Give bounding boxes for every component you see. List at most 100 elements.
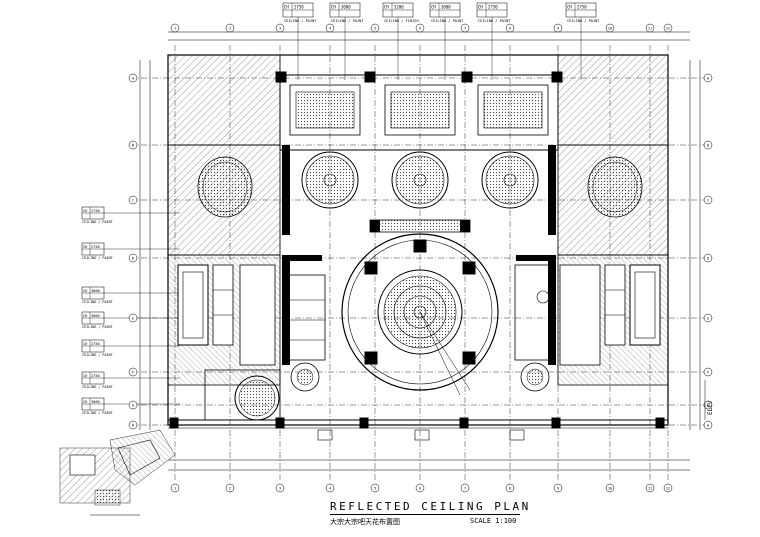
grid-label: 1 (174, 487, 176, 491)
grid-bubble (325, 23, 335, 33)
right-wing (557, 54, 669, 386)
dome-row (301, 151, 539, 209)
grid-label: D (132, 256, 134, 260)
grid-label: H (132, 423, 134, 427)
tag-code: CH (284, 5, 289, 10)
grid-label: 2 (229, 487, 231, 491)
grid-bubble (415, 483, 425, 493)
tag-value: 3200 (394, 5, 404, 10)
front-colonnade (168, 417, 668, 441)
tag-label: CEILING / PAINT (82, 353, 113, 357)
grid-label: A (132, 76, 135, 80)
tag-label: CEILING / PAINT (478, 19, 511, 23)
tag-value: 3000 (341, 5, 351, 10)
decorative-strip (369, 219, 471, 233)
grid-bubble (170, 483, 180, 493)
tag-value: 2750 (488, 5, 498, 10)
grid-label: 5 (374, 487, 376, 491)
bottom-left-round-room (204, 369, 281, 421)
tag-label: CEILING / PAINT (82, 411, 113, 415)
tag-value: 3000 (91, 400, 100, 404)
grid-label: C (132, 198, 134, 202)
grid-bubble (703, 313, 713, 323)
tag-code: CH (431, 5, 436, 10)
grid-bubble (605, 483, 615, 493)
grid-bubble (703, 73, 713, 83)
grid-label: F (132, 370, 134, 374)
lower-side-rooms (284, 264, 556, 392)
tag-value: 2750 (577, 5, 587, 10)
title-block: REFLECTED CEILING PLAN 大宗大宗吧天花布置图 SCALE … (330, 500, 530, 534)
grid-label: 10 (608, 27, 612, 31)
drawing-title: REFLECTED CEILING PLAN (330, 500, 531, 513)
grid-bubble (128, 253, 138, 263)
grid-bubble (553, 483, 563, 493)
grid-bubble (505, 23, 515, 33)
tag-value: 2750 (91, 209, 100, 213)
tag-value: 3000 (91, 314, 100, 318)
grid-label: 4 (329, 487, 331, 491)
tag-value: 2750 (91, 374, 100, 378)
tag-label: CEILING / PAINT (284, 19, 317, 23)
grid-label: 3 (279, 27, 281, 31)
grid-bubble (553, 23, 563, 33)
grid-label: 9 (557, 27, 559, 31)
central-rotunda (341, 233, 499, 396)
grid-bubble (663, 23, 673, 33)
tag-label: CEILING / PAINT (82, 300, 113, 304)
grid-bubble (225, 483, 235, 493)
grid-label: 2 (229, 27, 231, 31)
grid-label: 12 (666, 27, 670, 31)
left-wing (167, 54, 281, 386)
grid-bubble (275, 483, 285, 493)
tag-value: 2750 (294, 5, 304, 10)
grid-bubble (370, 23, 380, 33)
grid-label: 7 (464, 27, 466, 31)
grid-label: D (707, 256, 709, 260)
grid-label: B (132, 143, 134, 147)
tag-code: CH (83, 289, 87, 293)
tag-code: CH (83, 342, 87, 346)
tag-code: CH (83, 400, 87, 404)
grid-bubble (703, 420, 713, 430)
tag-value: 3000 (91, 289, 100, 293)
tag-code: CH (478, 5, 483, 10)
grid-label: A (707, 76, 710, 80)
grid-label: 6 (419, 487, 421, 491)
grid-bubble (703, 195, 713, 205)
svg-text:ELEV: ELEV (707, 400, 714, 415)
grid-bubble (128, 367, 138, 377)
grid-label: G (132, 403, 134, 407)
grid-bubble (703, 140, 713, 150)
tag-value: 2750 (91, 245, 100, 249)
tag-code: CH (567, 5, 572, 10)
grid-bubble (325, 483, 335, 493)
tag-code: CH (83, 209, 87, 213)
grid-label: C (707, 198, 709, 202)
grid-bubble (703, 253, 713, 263)
grid-label: 10 (608, 487, 612, 491)
tag-code: CH (384, 5, 389, 10)
grid-bubble (128, 313, 138, 323)
grid-label: G (707, 403, 709, 407)
grid-label: 4 (329, 27, 331, 31)
grid-label: E (132, 316, 134, 320)
dimension-lines (139, 31, 701, 471)
tag-label: CEILING / PAINT (82, 220, 113, 224)
grid-label: F (707, 370, 709, 374)
grid-bubble (703, 400, 713, 410)
tag-label: CEILING / PAINT (331, 19, 364, 23)
grid-bubble (645, 483, 655, 493)
tag-code: CH (331, 5, 336, 10)
grid-bubble (663, 483, 673, 493)
